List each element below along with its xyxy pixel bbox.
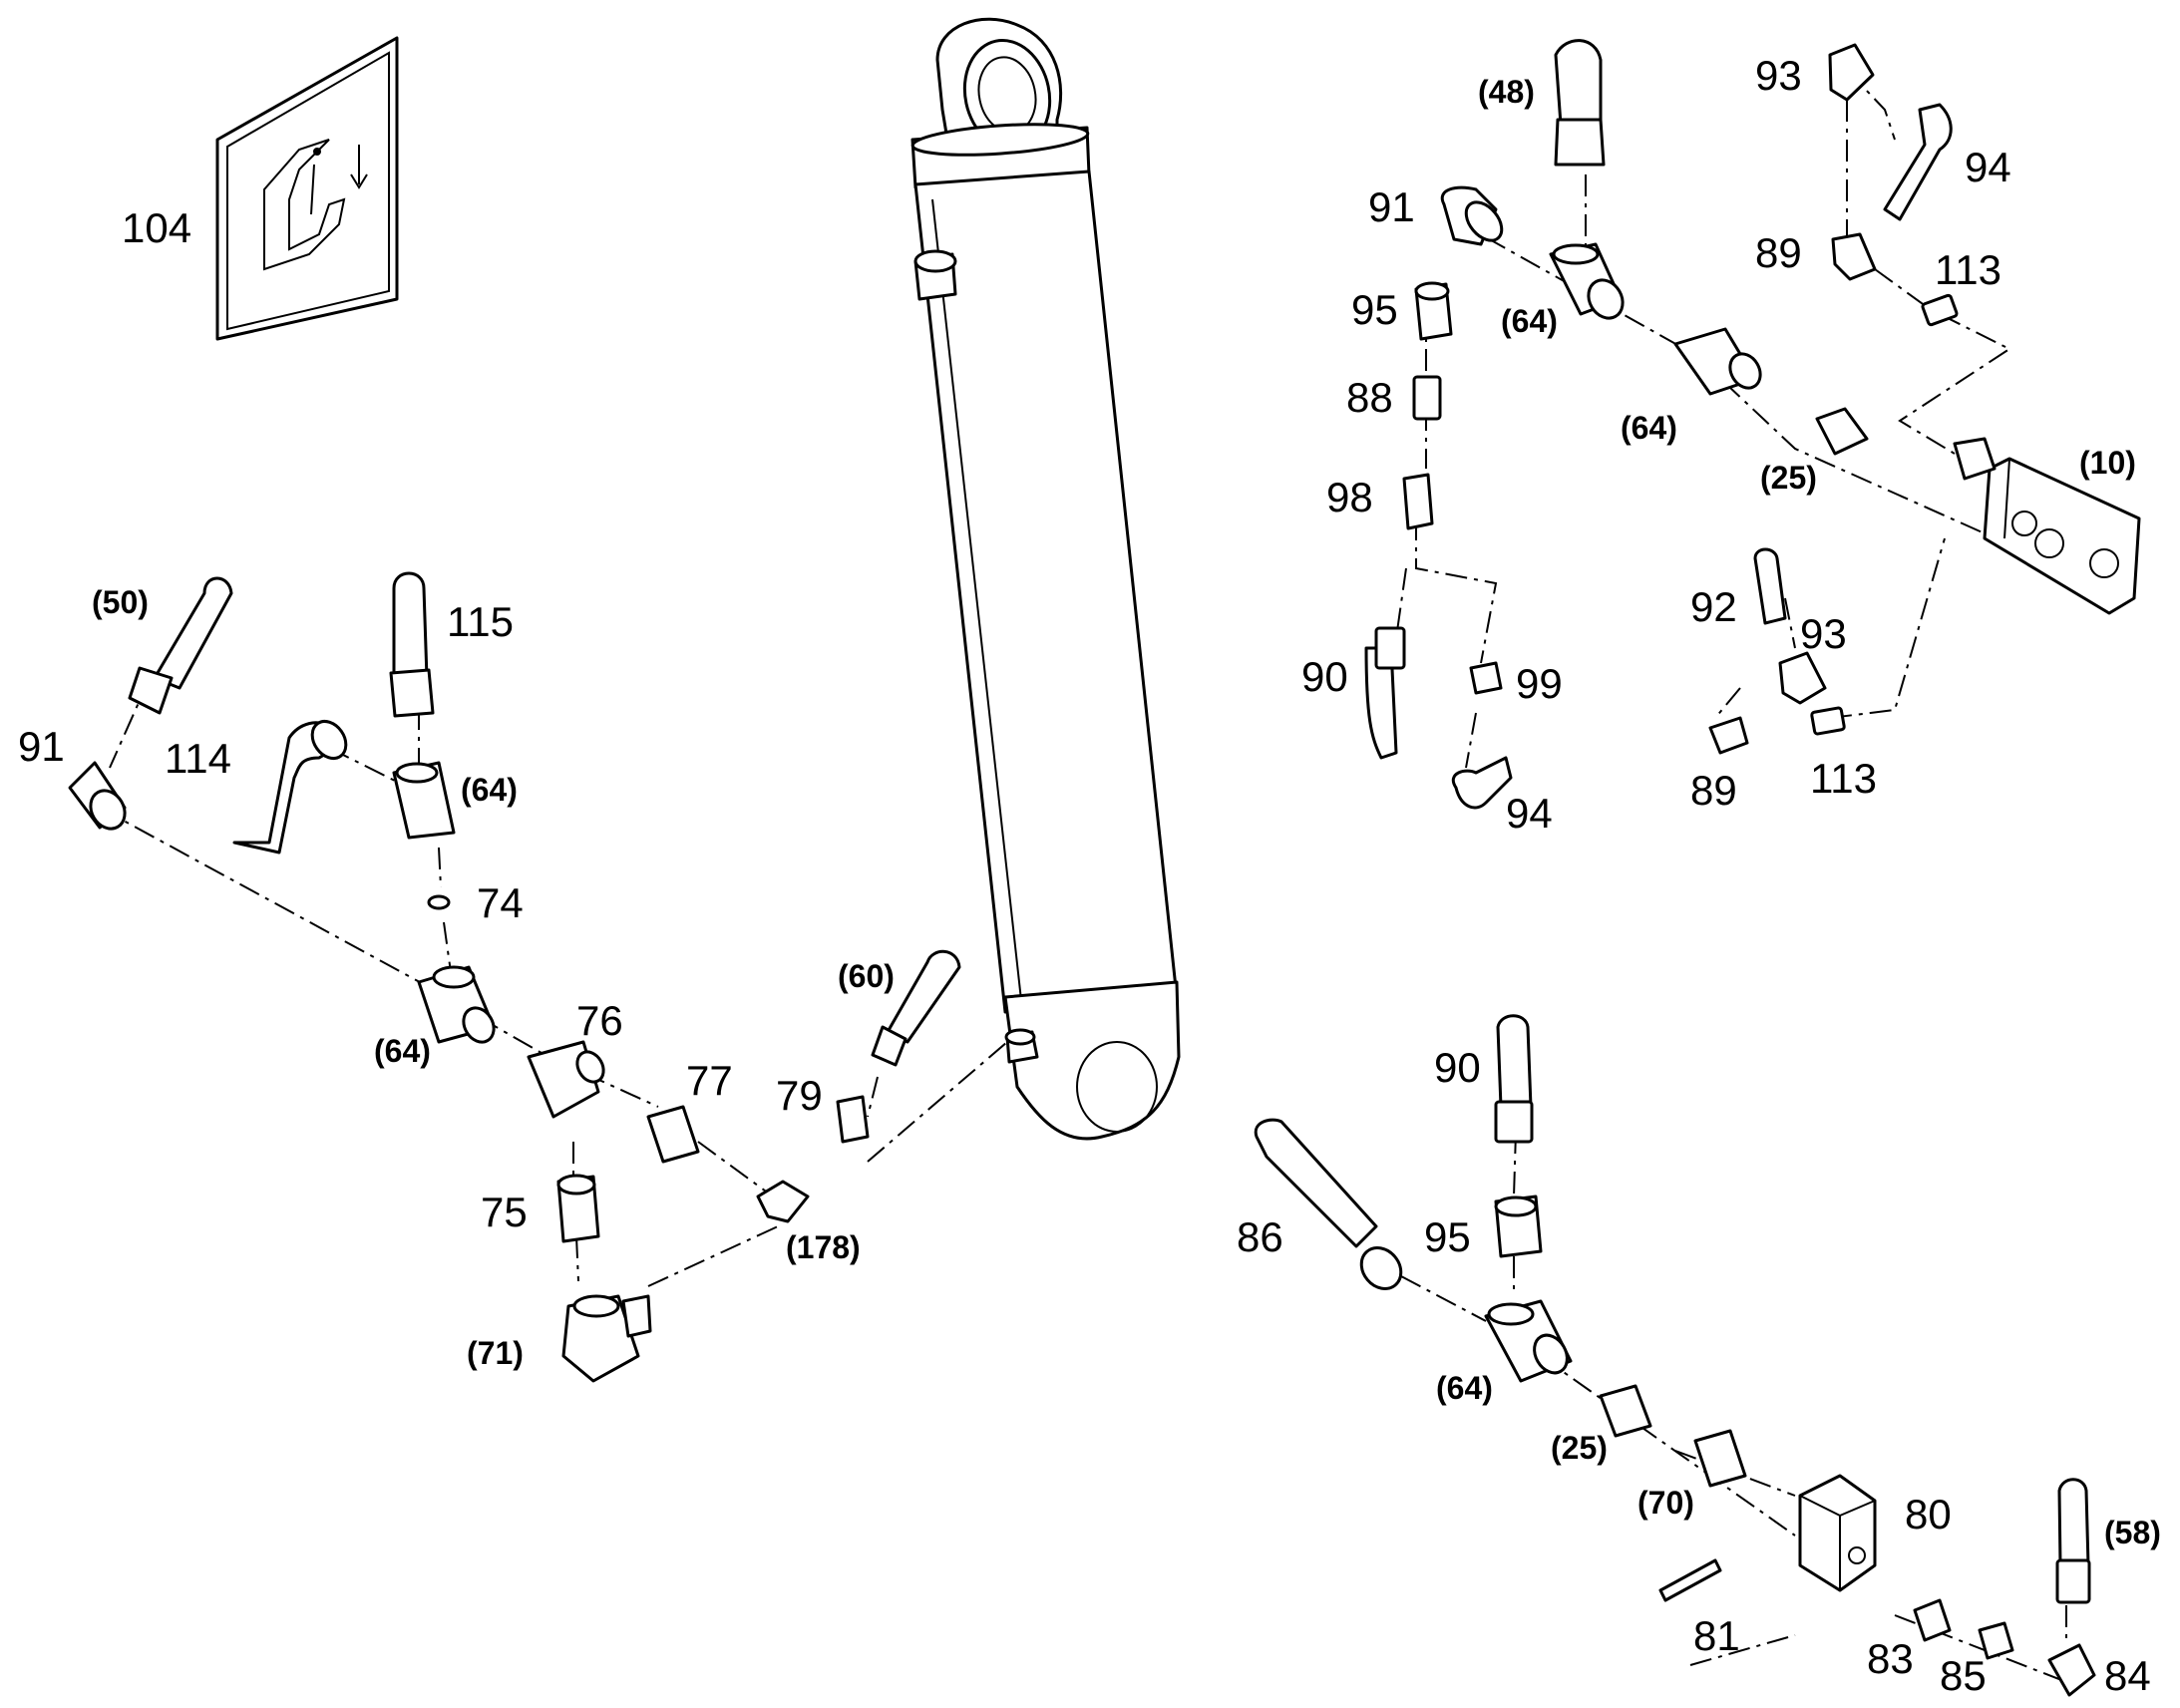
label-89-top: 89 bbox=[1755, 229, 1802, 276]
adapter-79 bbox=[836, 1095, 870, 1144]
tee-fitting-64-bottom bbox=[1484, 1299, 1573, 1383]
bolt-81 bbox=[1658, 1558, 1722, 1602]
adapter-25-top bbox=[1815, 407, 1869, 456]
tube-94-lower bbox=[1452, 756, 1513, 810]
nipple-113-mid bbox=[1810, 706, 1846, 736]
hose-60 bbox=[871, 949, 961, 1067]
connector-92 bbox=[1753, 547, 1787, 625]
label-83: 83 bbox=[1867, 1635, 1914, 1682]
hose-48 bbox=[1554, 39, 1606, 167]
label-76: 76 bbox=[576, 997, 623, 1044]
label-70: (70) bbox=[1637, 1485, 1694, 1521]
hose-86 bbox=[1254, 1118, 1403, 1290]
label-93-top: 93 bbox=[1755, 52, 1802, 99]
tee-fitting-64-mid bbox=[1673, 327, 1762, 396]
label-48: (48) bbox=[1478, 74, 1535, 110]
elbow-93-top bbox=[1828, 43, 1875, 102]
label-85: 85 bbox=[1940, 1652, 1987, 1699]
label-58: (58) bbox=[2104, 1515, 2161, 1550]
hydraulic-cylinder bbox=[910, 17, 1181, 1141]
label-10: (10) bbox=[2079, 445, 2136, 481]
label-25-bottom: (25) bbox=[1551, 1430, 1608, 1466]
label-104: 104 bbox=[122, 204, 191, 251]
label-64-top: (64) bbox=[1501, 303, 1558, 339]
manual-decal-icon bbox=[215, 36, 399, 341]
hose-114 bbox=[232, 719, 348, 854]
hose-90-top bbox=[1364, 626, 1406, 760]
tee-fitting-64-left-upper bbox=[392, 761, 456, 840]
elbow-93-mid bbox=[1778, 651, 1827, 705]
label-64-mid: (64) bbox=[1621, 410, 1677, 446]
o-ring-74 bbox=[427, 894, 451, 910]
label-99: 99 bbox=[1516, 660, 1563, 707]
label-64-bottom: (64) bbox=[1436, 1370, 1493, 1406]
fitting-98 bbox=[1402, 473, 1434, 530]
nipple-88 bbox=[1412, 375, 1442, 421]
adapter-95-top bbox=[1414, 281, 1453, 341]
label-90-top: 90 bbox=[1301, 653, 1348, 700]
label-98: 98 bbox=[1326, 474, 1373, 520]
label-95-bottom: 95 bbox=[1424, 1213, 1471, 1260]
label-114: 114 bbox=[165, 735, 231, 782]
hose-90-bottom bbox=[1494, 1014, 1534, 1144]
label-64-left-lower: (64) bbox=[374, 1033, 431, 1069]
tee-fitting-76 bbox=[527, 1040, 605, 1119]
label-86: 86 bbox=[1237, 1213, 1283, 1260]
hose-58 bbox=[2055, 1478, 2091, 1604]
label-91-top: 91 bbox=[1368, 183, 1415, 230]
elbow-89-top bbox=[1831, 232, 1877, 281]
elbow-89-mid bbox=[1708, 716, 1749, 755]
elbow-178 bbox=[756, 1180, 810, 1223]
label-25-top: (25) bbox=[1760, 460, 1817, 496]
label-74: 74 bbox=[477, 879, 524, 926]
label-79: 79 bbox=[776, 1072, 823, 1119]
nipple-113-top bbox=[1921, 293, 1959, 327]
label-93-mid: 93 bbox=[1800, 610, 1847, 657]
label-89-mid: 89 bbox=[1690, 767, 1737, 814]
tee-fitting-64-top bbox=[1549, 242, 1625, 320]
label-94-bottom: 94 bbox=[1506, 790, 1553, 837]
label-80: 80 bbox=[1905, 1491, 1952, 1537]
label-91-left: 91 bbox=[18, 723, 65, 770]
label-84: 84 bbox=[2104, 1652, 2151, 1699]
label-64-left-upper: (64) bbox=[461, 772, 518, 808]
adapter-75 bbox=[556, 1174, 600, 1243]
tube-94-top bbox=[1883, 103, 1953, 221]
label-81: 81 bbox=[1693, 1612, 1740, 1659]
tee-fitting-64-left-lower bbox=[417, 965, 496, 1044]
part-labels: 104 (48) 93 94 91 89 113 95 (64) 88 (64)… bbox=[18, 52, 2161, 1699]
label-60: (60) bbox=[838, 958, 895, 994]
label-77: 77 bbox=[686, 1057, 733, 1104]
label-94-top: 94 bbox=[1965, 144, 2011, 190]
label-115: 115 bbox=[447, 598, 514, 645]
label-178: (178) bbox=[786, 1229, 861, 1265]
hose-115 bbox=[389, 571, 435, 718]
elbow-91-top bbox=[1440, 185, 1504, 246]
label-95-top: 95 bbox=[1351, 286, 1398, 333]
adapter-95-bottom bbox=[1494, 1195, 1543, 1258]
adapter-85 bbox=[1978, 1621, 2014, 1660]
fitting-70 bbox=[1693, 1429, 1747, 1488]
label-113-top: 113 bbox=[1935, 246, 2001, 293]
label-90-bottom: 90 bbox=[1434, 1044, 1481, 1091]
adapter-83 bbox=[1913, 1598, 1952, 1642]
valve-block-10 bbox=[1953, 437, 2141, 615]
adapter-25-bottom bbox=[1599, 1384, 1652, 1438]
tee-fitting-71 bbox=[561, 1294, 652, 1383]
label-50: (50) bbox=[92, 584, 149, 620]
valve-block-80 bbox=[1798, 1474, 1877, 1592]
elbow-84 bbox=[2047, 1643, 2096, 1697]
hose-50 bbox=[128, 576, 233, 715]
label-75: 75 bbox=[481, 1189, 528, 1235]
label-88: 88 bbox=[1346, 374, 1393, 421]
elbow-91-left bbox=[68, 761, 127, 831]
fitting-77 bbox=[646, 1105, 700, 1164]
label-71: (71) bbox=[467, 1335, 524, 1371]
label-92: 92 bbox=[1690, 583, 1737, 630]
nut-99 bbox=[1469, 661, 1503, 695]
label-113-mid: 113 bbox=[1810, 755, 1877, 802]
